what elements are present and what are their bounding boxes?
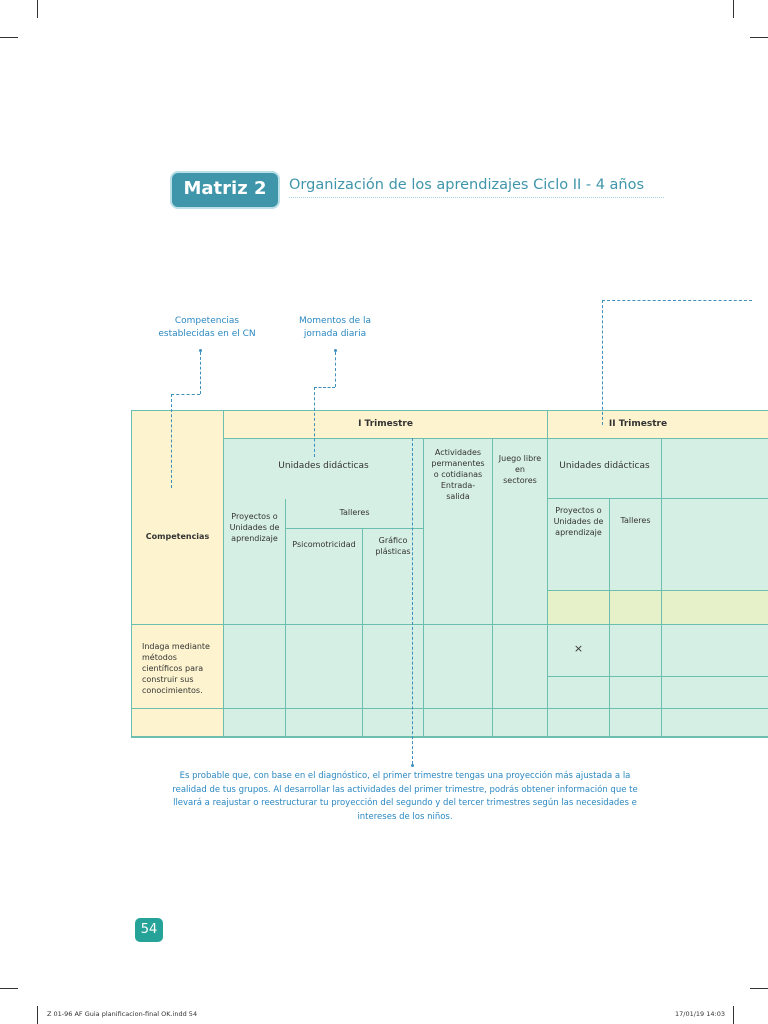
- matrix-cell: [424, 625, 493, 709]
- matrix-cell: [424, 709, 493, 736]
- momentos-note: Momentos de la jornada diaria: [299, 316, 371, 339]
- trimester-1-label: I Trimestre: [358, 419, 413, 429]
- trimester-1-header: I Trimestre: [224, 411, 548, 439]
- matrix-cell: [662, 677, 768, 709]
- leader-dot: [411, 764, 414, 767]
- crop-mark: [733, 1006, 734, 1024]
- crop-mark: [750, 37, 768, 38]
- matrix-cell-marked: ×: [548, 625, 610, 677]
- leader-line: [335, 352, 336, 387]
- leader-line: [200, 352, 201, 394]
- competency-matrix-table: Competencias Indaga mediante métodos cie…: [131, 410, 768, 738]
- workshops-2-label: Talleres: [620, 516, 651, 525]
- units-2-header: Unidades didácticas: [548, 439, 662, 499]
- crop-mark: [733, 0, 734, 18]
- free-play-header: Juego libre en sectores: [493, 439, 548, 625]
- competencias-header-label: Competencias: [145, 532, 210, 541]
- competency-row-cell: Indaga mediante métodos científicos para…: [132, 625, 224, 709]
- slug-file: Z 01-96 AF Guia planificacion-final OK.i…: [47, 1010, 198, 1018]
- competencias-note: Competencias establecidas en el CN: [158, 316, 256, 339]
- workshops-1-header: Talleres: [286, 499, 424, 529]
- matrix-cell: [286, 625, 363, 709]
- crop-mark: [0, 988, 18, 989]
- leader-line: [171, 394, 200, 395]
- crop-mark: [37, 0, 38, 18]
- matrix-cell: [224, 709, 286, 736]
- empty-competency-cell: [132, 709, 224, 736]
- matrix-badge: Matriz 2: [172, 173, 278, 207]
- units-1-header: Unidades didácticas: [224, 439, 424, 499]
- matrix-cell: [548, 677, 610, 709]
- check-mark: ×: [573, 642, 584, 655]
- activities-header: Actividades permanentes o cotidianas Ent…: [424, 439, 493, 625]
- matrix-badge-label: Matriz 2: [183, 178, 267, 199]
- projects-2-header: Proyectos o Unidades de aprendizaje: [548, 499, 610, 591]
- matrix-cell: [224, 625, 286, 709]
- matrix-cell: [662, 709, 768, 736]
- slug-date: 17/01/19 14:03: [675, 1010, 725, 1018]
- psicomotricidad-header: Psicomotricidad: [286, 529, 363, 625]
- matrix-cell: [493, 709, 548, 736]
- projects-1-header: Proyectos o Unidades de aprendizaje: [224, 499, 286, 625]
- competency-row-text: Indaga mediante métodos científicos para…: [142, 642, 210, 695]
- trimester-2-header: II Trimestre: [548, 411, 768, 439]
- matrix-cell: [610, 591, 662, 625]
- workshops-2-header: Talleres: [610, 499, 662, 591]
- projects-1-label: Proyectos o Unidades de aprendizaje: [229, 512, 280, 543]
- psicomotricidad-label: Psicomotricidad: [292, 540, 356, 549]
- matrix-cell: [493, 625, 548, 709]
- leader-line: [314, 387, 315, 457]
- crop-mark: [750, 988, 768, 989]
- trimester-2-label: II Trimestre: [608, 419, 668, 429]
- leader-line: [314, 387, 335, 388]
- matrix-cell: [548, 591, 610, 625]
- leader-dot: [199, 349, 202, 352]
- grafico-header: Gráfico plásticas: [363, 529, 424, 625]
- title-underline: [289, 197, 664, 198]
- footnote-text: Es probable que, con base en el diagnóst…: [172, 771, 638, 822]
- matrix-cell: [662, 499, 768, 591]
- matrix-cell: [548, 709, 610, 736]
- matrix-cell: [662, 591, 768, 625]
- competencias-header: Competencias: [132, 411, 224, 625]
- grafico-label: Gráfico plásticas: [375, 536, 411, 556]
- free-play-label: Juego libre en sectores: [498, 454, 542, 485]
- units-2-label: Unidades didácticas: [559, 461, 650, 471]
- crop-mark: [0, 37, 18, 38]
- activities-label: Actividades permanentes o cotidianas Ent…: [431, 448, 485, 501]
- leader-dot: [334, 349, 337, 352]
- page-title: Organización de los aprendizajes Ciclo I…: [289, 177, 645, 193]
- matrix-cell: [610, 625, 662, 677]
- matrix-cell: [610, 709, 662, 736]
- workshops-1-label: Talleres: [339, 508, 370, 517]
- crop-mark: [37, 1006, 38, 1024]
- matrix-cell: [363, 709, 424, 736]
- projects-2-label: Proyectos o Unidades de aprendizaje: [553, 506, 604, 537]
- matrix-cell: [610, 677, 662, 709]
- page-number: 54: [135, 918, 163, 942]
- leader-line: [602, 300, 603, 425]
- matrix-cell: [662, 625, 768, 677]
- matrix-cell: [662, 439, 768, 499]
- units-1-label: Unidades didácticas: [278, 461, 369, 471]
- leader-line: [171, 394, 172, 488]
- matrix-cell: [286, 709, 363, 736]
- matrix-cell: [363, 625, 424, 709]
- leader-line: [412, 438, 413, 764]
- leader-line: [602, 300, 752, 301]
